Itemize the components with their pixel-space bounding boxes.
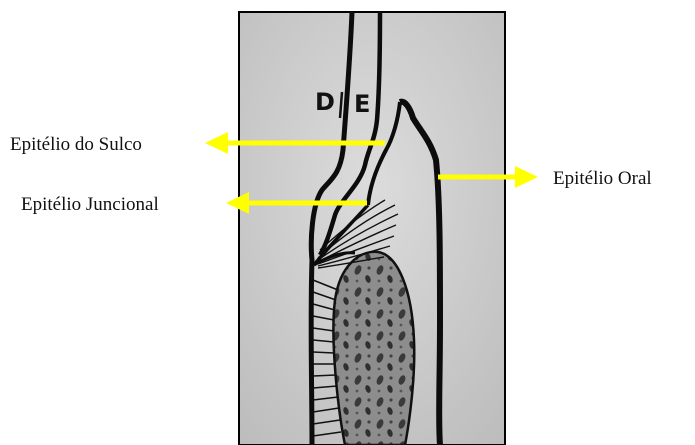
label-junctional-epithelium: Epitélio Juncional	[21, 194, 159, 215]
dentin-letter: D	[315, 88, 335, 116]
label-oral-epithelium: Epitélio Oral	[553, 168, 652, 189]
drawing-photo: D E	[239, 12, 505, 445]
alveolar-bone	[333, 252, 414, 445]
enamel-letter: E	[354, 90, 370, 118]
label-sulcular-epithelium: Epitélio do Sulco	[10, 134, 142, 155]
